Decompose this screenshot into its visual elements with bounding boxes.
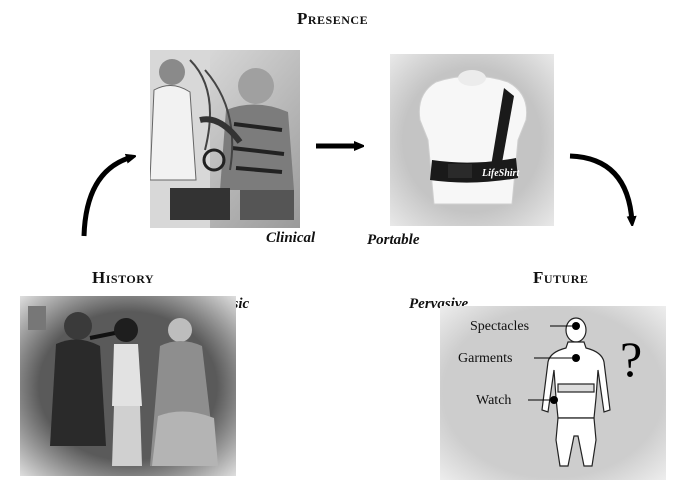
heading-future: Future (533, 268, 589, 287)
label-watch: Watch (476, 393, 511, 408)
future-panel: Spectacles Garments Watch ? (440, 306, 666, 480)
caption-clinical: Clinical (266, 230, 316, 246)
human-figure-icon (541, 317, 611, 467)
question-mark: ? (620, 331, 642, 387)
heading-presence: Presence (297, 9, 369, 28)
label-spectacles: Spectacles (470, 319, 529, 334)
heading-history: History (92, 268, 155, 287)
arrow-portable-to-future (569, 153, 632, 222)
lifeshirt-brand-text: LifeShirt (481, 168, 520, 179)
label-garments: Garments (458, 351, 512, 366)
caption-portable: Portable (367, 232, 420, 248)
clinical-photo (150, 50, 300, 228)
lifeshirt-photo: LifeShirt (390, 54, 554, 226)
arrow-history-to-clinical (81, 157, 132, 237)
history-photo (20, 296, 236, 476)
